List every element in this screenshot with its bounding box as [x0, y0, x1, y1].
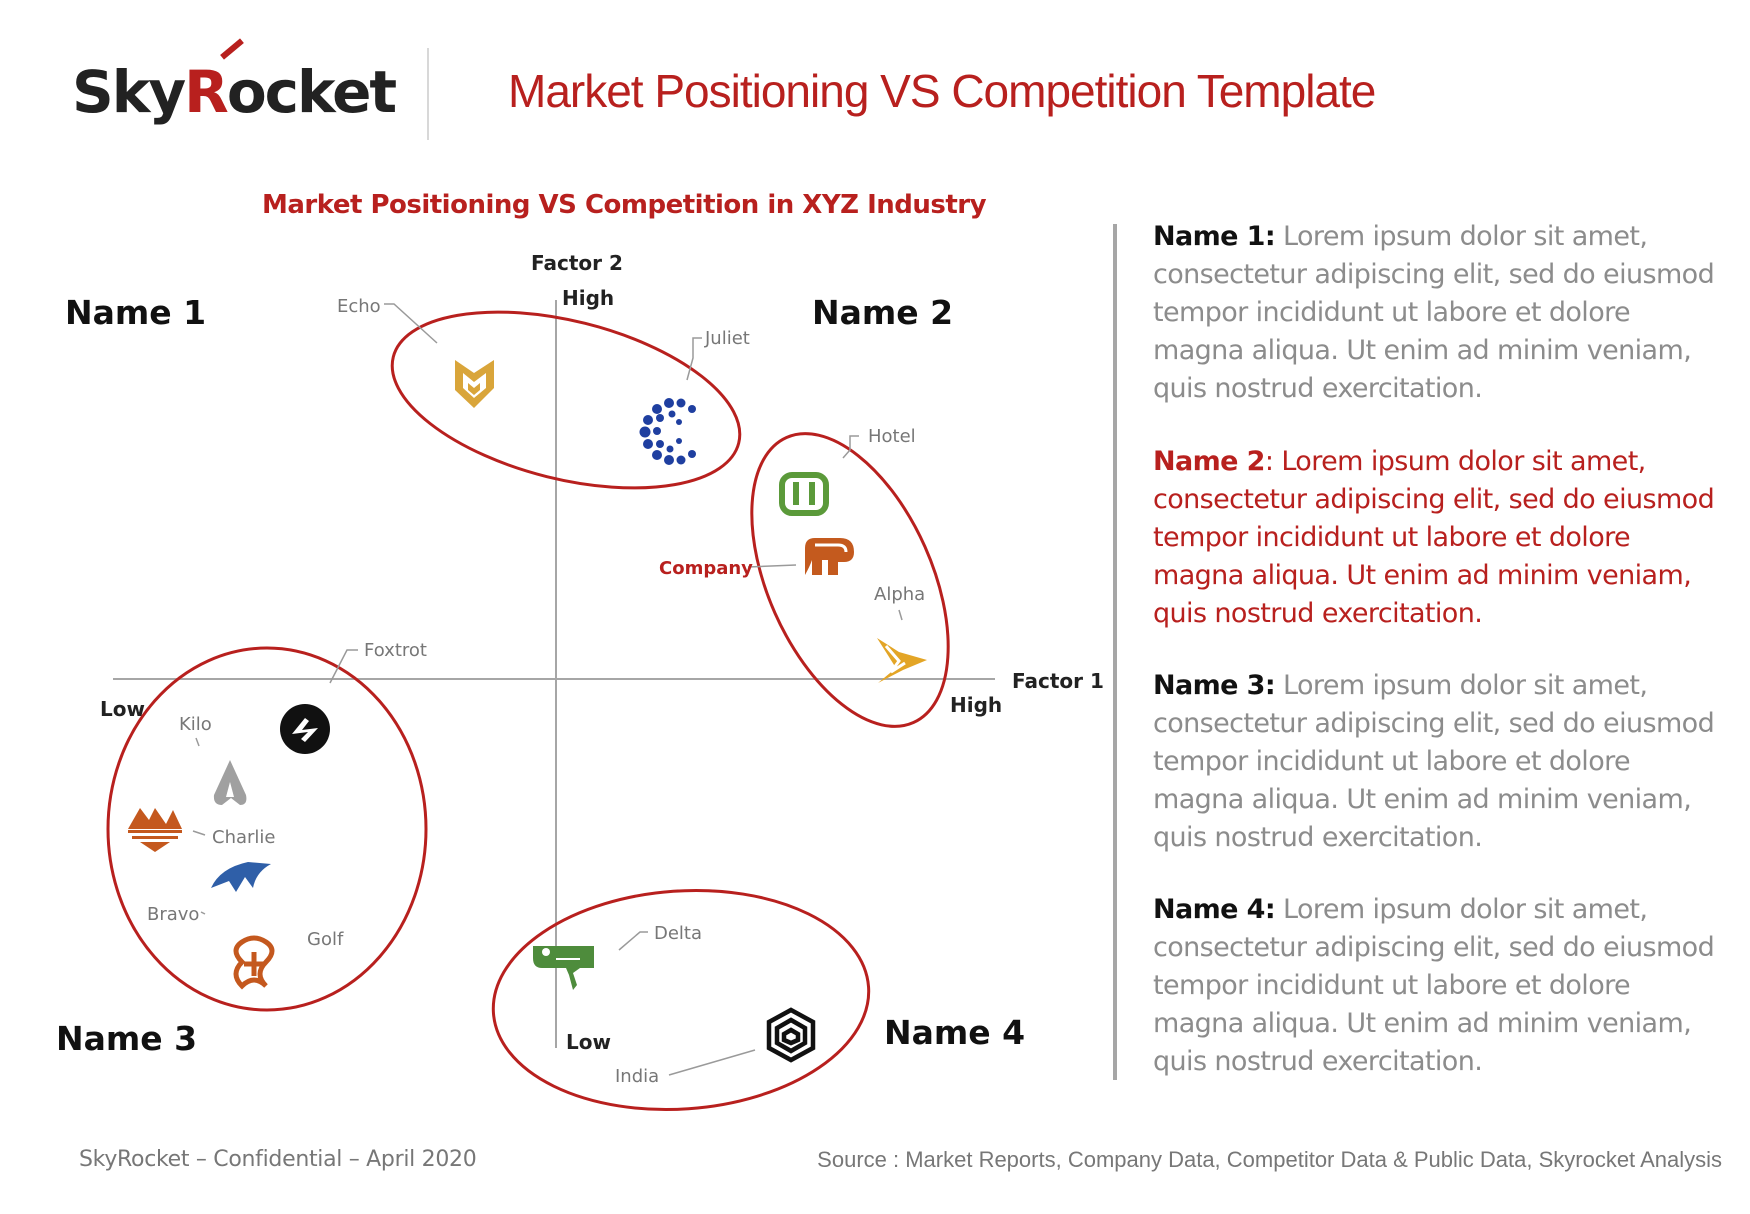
description-name-2-text: : Lorem ipsum dolor sit amet, consectetu… [1153, 446, 1715, 629]
cluster-ellipse-name-1 [390, 310, 742, 490]
factor2-label: Factor 2 [531, 251, 623, 275]
delta-bird-icon [533, 946, 594, 990]
footer-confidential: SkyRocket – Confidential – April 2020 [79, 1147, 477, 1172]
x-high-label: High [950, 693, 1002, 717]
company-elephant-icon [805, 538, 854, 575]
leader-line-india [668, 1049, 756, 1076]
company-label-bravo: Bravo [147, 904, 199, 925]
description-name-3-title: Name 3: [1153, 670, 1276, 701]
alpha-star-icon [877, 638, 927, 683]
company-label-company: Company [659, 558, 753, 579]
description-name-3-text: Lorem ipsum dolor sit amet, consectetur … [1153, 670, 1715, 853]
description-name-4-text: Lorem ipsum dolor sit amet, consectetur … [1153, 894, 1715, 1077]
echo-shield-icon [455, 360, 494, 408]
header-divider [427, 48, 429, 140]
leader-line-alpha [898, 609, 903, 621]
leader-line-hotel [842, 435, 859, 459]
company-label-hotel: Hotel [868, 426, 916, 447]
company-label-alpha: Alpha [874, 584, 925, 605]
charlie-mountain-icon [128, 808, 182, 852]
hotel-knot-icon [779, 472, 829, 516]
company-label-delta: Delta [654, 923, 702, 944]
description-name-4: Name 4: Lorem ipsum dolor sit amet, cons… [1153, 891, 1728, 1081]
x-low-label: Low [100, 697, 145, 721]
description-name-4-title: Name 4: [1153, 894, 1276, 925]
bravo-whale-icon [211, 862, 271, 892]
leader-line-company [747, 564, 797, 568]
description-name-3: Name 3: Lorem ipsum dolor sit amet, cons… [1153, 667, 1728, 857]
company-label-charlie: Charlie [212, 827, 275, 848]
group-label-name-2: Name 2 [812, 293, 953, 332]
page-title: Market Positioning VS Competition Templa… [508, 65, 1376, 117]
company-label-echo: Echo [337, 296, 381, 317]
y-high-label: High [562, 286, 614, 310]
cluster-ellipse-name-3 [106, 646, 428, 1012]
company-label-kilo: Kilo [179, 714, 212, 735]
company-label-foxtrot: Foxtrot [364, 640, 427, 661]
group-label-name-1: Name 1 [65, 293, 206, 332]
cluster-ellipse-name-4 [491, 888, 871, 1112]
factor1-label: Factor 1 [1012, 669, 1104, 693]
footer-source: Source : Market Reports, Company Data, C… [817, 1147, 1722, 1172]
foxtrot-circle-icon [280, 704, 330, 754]
india-cube-icon [766, 1007, 816, 1063]
leader-line-echo [384, 303, 438, 344]
description-name-1: Name 1: Lorem ipsum dolor sit amet, cons… [1153, 218, 1728, 408]
company-label-golf: Golf [307, 929, 344, 950]
cluster-ellipse-name-2 [750, 432, 950, 728]
kilo-drop-icon [213, 760, 247, 805]
description-name-1-title: Name 1: [1153, 221, 1276, 252]
juliet-dots-icon [639, 398, 696, 465]
golf-knot-icon [233, 935, 275, 990]
group-label-name-3: Name 3 [56, 1019, 197, 1058]
leader-line-charlie [192, 830, 206, 836]
logo-wordmark: SkyRocket [72, 58, 397, 126]
company-label-juliet: Juliet [704, 328, 750, 349]
chart-title: Market Positioning VS Competition in XYZ… [262, 190, 987, 220]
leader-line-juliet [686, 337, 702, 381]
company-label-india: India [615, 1066, 659, 1087]
description-name-2-title: Name 2 [1153, 446, 1265, 477]
leader-line-foxtrot [329, 649, 358, 684]
y-low-label: Low [566, 1030, 611, 1054]
leader-line-kilo [195, 737, 200, 747]
leader-line-delta [618, 931, 648, 951]
positioning-diagram: Factor 2 High Low Factor 1 High Low Name… [56, 251, 1104, 1112]
group-label-name-4: Name 4 [884, 1013, 1025, 1052]
description-name-2: Name 2: Lorem ipsum dolor sit amet, cons… [1153, 443, 1728, 633]
skyrocket-logo: SkyRocket [72, 38, 397, 140]
leader-line-bravo [200, 911, 206, 915]
description-name-1-text: Lorem ipsum dolor sit amet, consectetur … [1153, 221, 1715, 404]
right-panel-divider [1113, 224, 1117, 1080]
